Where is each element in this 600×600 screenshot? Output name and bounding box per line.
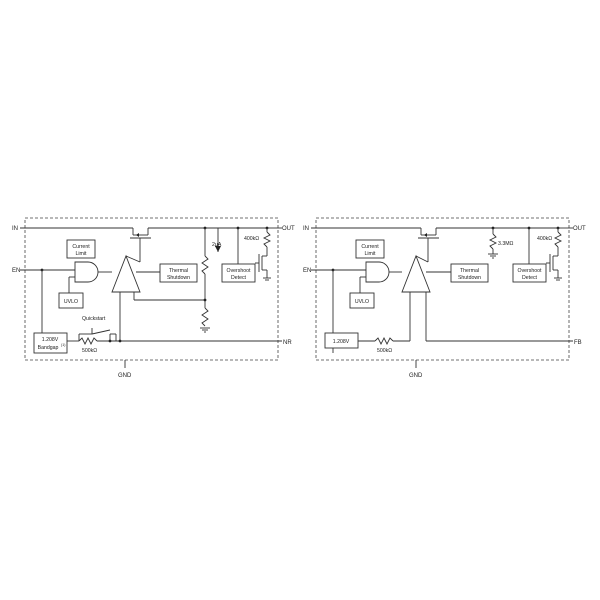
overshoot-detect-label-1: Overshoot bbox=[227, 268, 251, 274]
res-mid-label: 3.3MΩ bbox=[498, 241, 514, 247]
res-bottom-label: 500kΩ bbox=[82, 348, 97, 354]
en-pin-label: EN bbox=[303, 268, 311, 274]
overshoot-detect-label-1: Overshoot bbox=[518, 268, 542, 274]
bandgap-block bbox=[33, 332, 68, 354]
and-gate bbox=[365, 261, 390, 283]
current-limit-label-1: Current bbox=[361, 244, 379, 250]
bandgap-label-1: 1.208V bbox=[42, 337, 59, 343]
current-limit-label-2: Limit bbox=[76, 251, 88, 257]
quickstart-label: Quickstart bbox=[82, 316, 106, 322]
current-source-label: 2µA bbox=[212, 242, 222, 248]
upper-feedback-resistor bbox=[201, 255, 209, 275]
current-limit-label-1: Current bbox=[72, 244, 90, 250]
bandgap-label: 1.208V bbox=[333, 339, 350, 345]
thermal-shutdown-label-1: Thermal bbox=[460, 268, 479, 274]
uvlo-block bbox=[349, 292, 375, 309]
ic-boundary bbox=[315, 217, 570, 361]
thermal-shutdown-block bbox=[450, 263, 489, 283]
thermal-shutdown-label-1: Thermal bbox=[169, 268, 188, 274]
bandgap-500k-resistor bbox=[78, 336, 98, 346]
pass-transistor bbox=[418, 228, 439, 262]
nr-version-diagram: IN OUT Current Limit EN UVLO bbox=[12, 217, 295, 379]
gnd-pin-label: GND bbox=[118, 373, 132, 379]
bandgap-label-2: Bandgap bbox=[38, 345, 59, 351]
thermal-shutdown-block bbox=[159, 263, 198, 283]
lower-feedback-resistor bbox=[201, 307, 209, 327]
overshoot-detect-label-2: Detect bbox=[522, 275, 538, 281]
fb-pin-label: FB bbox=[574, 340, 582, 346]
output-400k-resistor bbox=[262, 231, 272, 248]
overshoot-detect-block bbox=[221, 263, 256, 283]
res-out-label: 400kΩ bbox=[537, 236, 552, 242]
res-bottom-label: 500kΩ bbox=[377, 348, 392, 354]
and-gate bbox=[74, 261, 99, 283]
fb-version-diagram: IN OUT Current Limit EN UVLO bbox=[303, 217, 586, 379]
bandgap-500k-resistor bbox=[374, 336, 394, 346]
overshoot-detect-label-2: Detect bbox=[231, 275, 247, 281]
uvlo-block bbox=[58, 292, 84, 309]
overshoot-detect-block bbox=[512, 263, 547, 283]
in-pin-label: IN bbox=[12, 226, 18, 232]
current-limit-block bbox=[66, 239, 96, 259]
thermal-shutdown-label-2: Shutdown bbox=[167, 275, 190, 281]
pass-transistor bbox=[130, 228, 151, 262]
bandgap-note: (1) bbox=[61, 343, 65, 347]
en-pin-label: EN bbox=[12, 268, 20, 274]
quickstart-switch bbox=[91, 329, 111, 335]
gnd-pin-label: GND bbox=[409, 373, 423, 379]
out-pin-label: OUT bbox=[282, 226, 295, 232]
thermal-shutdown-label-2: Shutdown bbox=[458, 275, 481, 281]
resistor-3-3m bbox=[488, 233, 498, 250]
current-limit-block bbox=[355, 239, 385, 259]
uvlo-label: UVLO bbox=[355, 299, 369, 305]
out-pin-label: OUT bbox=[573, 226, 586, 232]
error-amplifier bbox=[111, 254, 141, 293]
res-out-label: 400kΩ bbox=[244, 236, 259, 242]
current-limit-label-2: Limit bbox=[365, 251, 377, 257]
output-400k-resistor bbox=[553, 231, 563, 248]
uvlo-label: UVLO bbox=[64, 299, 78, 305]
nr-pin-label: NR bbox=[283, 340, 292, 346]
in-pin-label: IN bbox=[303, 226, 309, 232]
ic-boundary bbox=[24, 217, 279, 361]
bandgap-block bbox=[324, 332, 359, 349]
error-amplifier bbox=[401, 254, 431, 293]
